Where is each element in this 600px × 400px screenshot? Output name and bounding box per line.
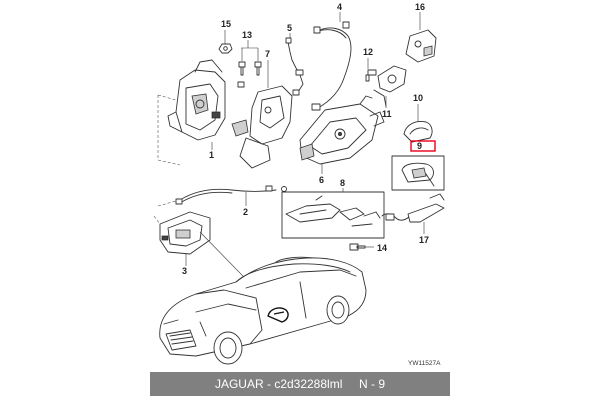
part-4-release-cable[interactable] (311, 21, 352, 111)
footer-part-number: c2d32288lml (274, 377, 343, 391)
part-2-inner-cable[interactable] (157, 185, 287, 207)
callout-6: 6 (319, 175, 324, 185)
callout-3: 3 (182, 266, 187, 276)
part-5-sensor[interactable] (285, 37, 304, 96)
callout-5: 5 (287, 23, 292, 33)
callout-8: 8 (340, 178, 345, 188)
callout-9: 9 (417, 141, 422, 151)
diagram-reference-code: YW11527A (408, 360, 441, 367)
part-16-housing[interactable] (405, 29, 437, 63)
callout-10: 10 (413, 93, 423, 103)
part-15-nut[interactable] (218, 43, 233, 54)
part-1-door-latch[interactable] (157, 59, 226, 166)
footer-separator: - (263, 377, 275, 391)
callout-11: 11 (382, 109, 392, 119)
part-12-lock-cylinder[interactable] (365, 65, 407, 93)
callout-14: 14 (377, 243, 387, 253)
vehicle-illustration (159, 256, 367, 365)
callout-4: 4 (337, 2, 342, 12)
callout-13: 13 (242, 30, 252, 40)
vehicle-handle-location[interactable] (267, 307, 289, 323)
part-9-handle-cap-highlight[interactable] (410, 140, 436, 152)
part-11-clip[interactable] (373, 89, 387, 107)
callout-1: 1 (209, 150, 214, 160)
part-17-harness[interactable] (381, 193, 445, 223)
part-7-latch-cover[interactable] (231, 85, 293, 169)
part-13-screws[interactable] (237, 61, 262, 88)
callout-12: 12 (363, 47, 373, 57)
exploded-parts-diagram: 15 13 1 7 5 (153, 2, 445, 367)
part-8-gasket-set[interactable] (281, 191, 385, 239)
part-14-screw[interactable] (349, 243, 366, 251)
part-info-footer: JAGUAR - c2d32288lml N - 9 (150, 372, 450, 396)
callout-2: 2 (243, 207, 248, 217)
highlight-box (410, 140, 436, 152)
part-10-exterior-handle[interactable] (403, 121, 433, 143)
callout-16: 16 (415, 2, 425, 12)
callout-7: 7 (265, 49, 270, 59)
part-3-latch-actuator[interactable] (153, 211, 211, 255)
callout-17: 17 (419, 235, 429, 245)
footer-brand: JAGUAR (214, 377, 264, 391)
callout-15: 15 (221, 19, 231, 29)
part-6-handle-frame[interactable] (299, 95, 385, 165)
footer-gap (342, 377, 359, 391)
footer-position: N - 9 (359, 377, 386, 391)
part-9-handle-cap[interactable] (391, 155, 445, 191)
